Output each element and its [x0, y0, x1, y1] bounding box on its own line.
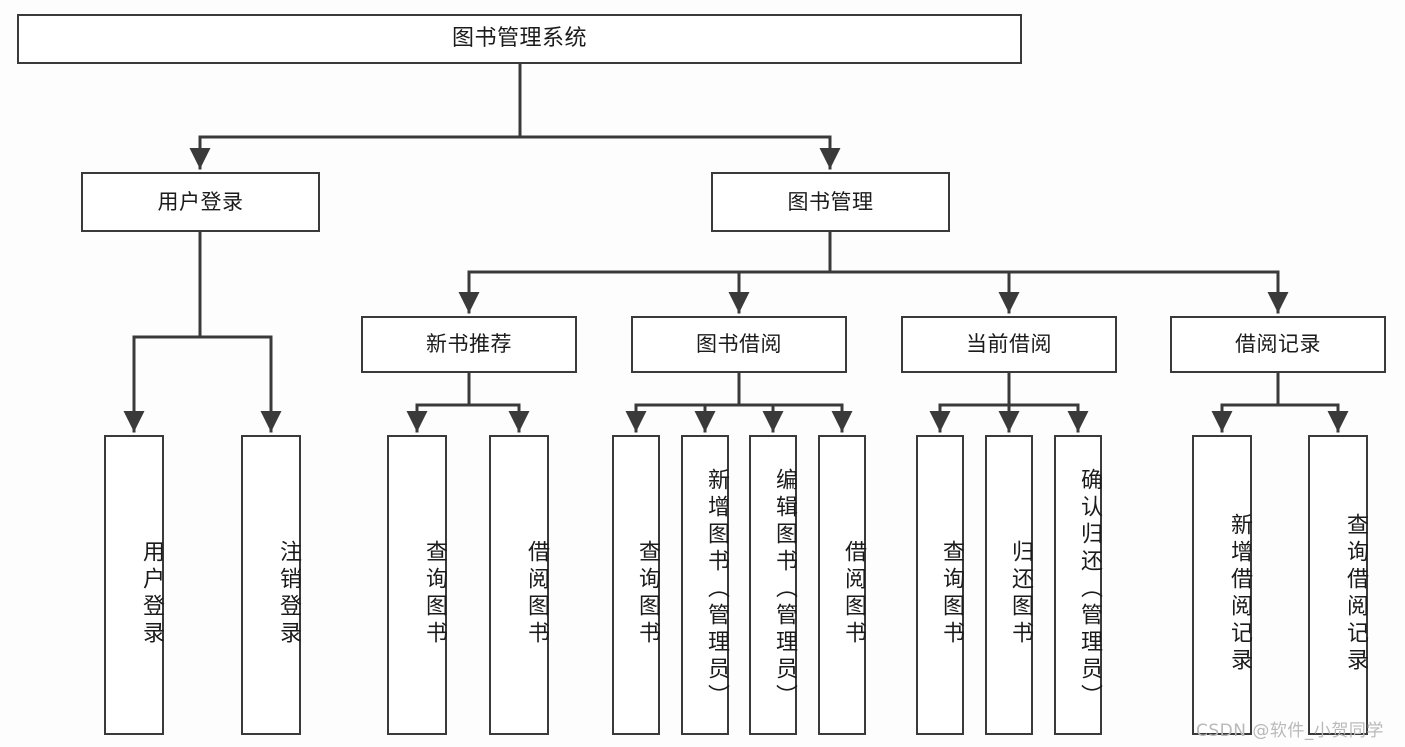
leaf-book-borrow-add-book-admin[interactable]: 新增图书（管理员）: [681, 435, 729, 735]
leaf-book-borrow-query-books[interactable]: 查询图书: [612, 435, 660, 735]
node-current-borrowing[interactable]: 当前借阅: [901, 316, 1117, 373]
leaf-new-book-borrow-books[interactable]: 借阅图书: [489, 435, 549, 735]
csdn-watermark: CSDN @软件_小贺同学: [1196, 721, 1384, 741]
node-book-management[interactable]: 图书管理: [711, 172, 950, 232]
node-book-borrowing[interactable]: 图书借阅: [631, 316, 847, 373]
node-borrowing-record[interactable]: 借阅记录: [1170, 316, 1386, 373]
leaf-borrow-record-query-record[interactable]: 查询借阅记录: [1308, 435, 1368, 735]
leaf-book-borrow-borrow-books[interactable]: 借阅图书: [818, 435, 866, 735]
node-user-login[interactable]: 用户登录: [81, 172, 320, 232]
leaf-current-borrow-query-books[interactable]: 查询图书: [916, 435, 964, 735]
leaf-current-borrow-confirm-return-admin[interactable]: 确认归还（管理员）: [1054, 435, 1102, 735]
node-root-book-management-system[interactable]: 图书管理系统: [17, 14, 1022, 64]
leaf-book-borrow-edit-book-admin[interactable]: 编辑图书（管理员）: [749, 435, 797, 735]
leaf-user-login-signout[interactable]: 注销登录: [241, 435, 301, 735]
leaf-current-borrow-return-books[interactable]: 归还图书: [985, 435, 1033, 735]
leaf-new-book-query-books[interactable]: 查询图书: [387, 435, 447, 735]
leaf-user-login-signin[interactable]: 用户登录: [104, 435, 164, 735]
node-new-book-recommendation[interactable]: 新书推荐: [361, 316, 577, 373]
leaf-borrow-record-add-record[interactable]: 新增借阅记录: [1192, 435, 1252, 735]
